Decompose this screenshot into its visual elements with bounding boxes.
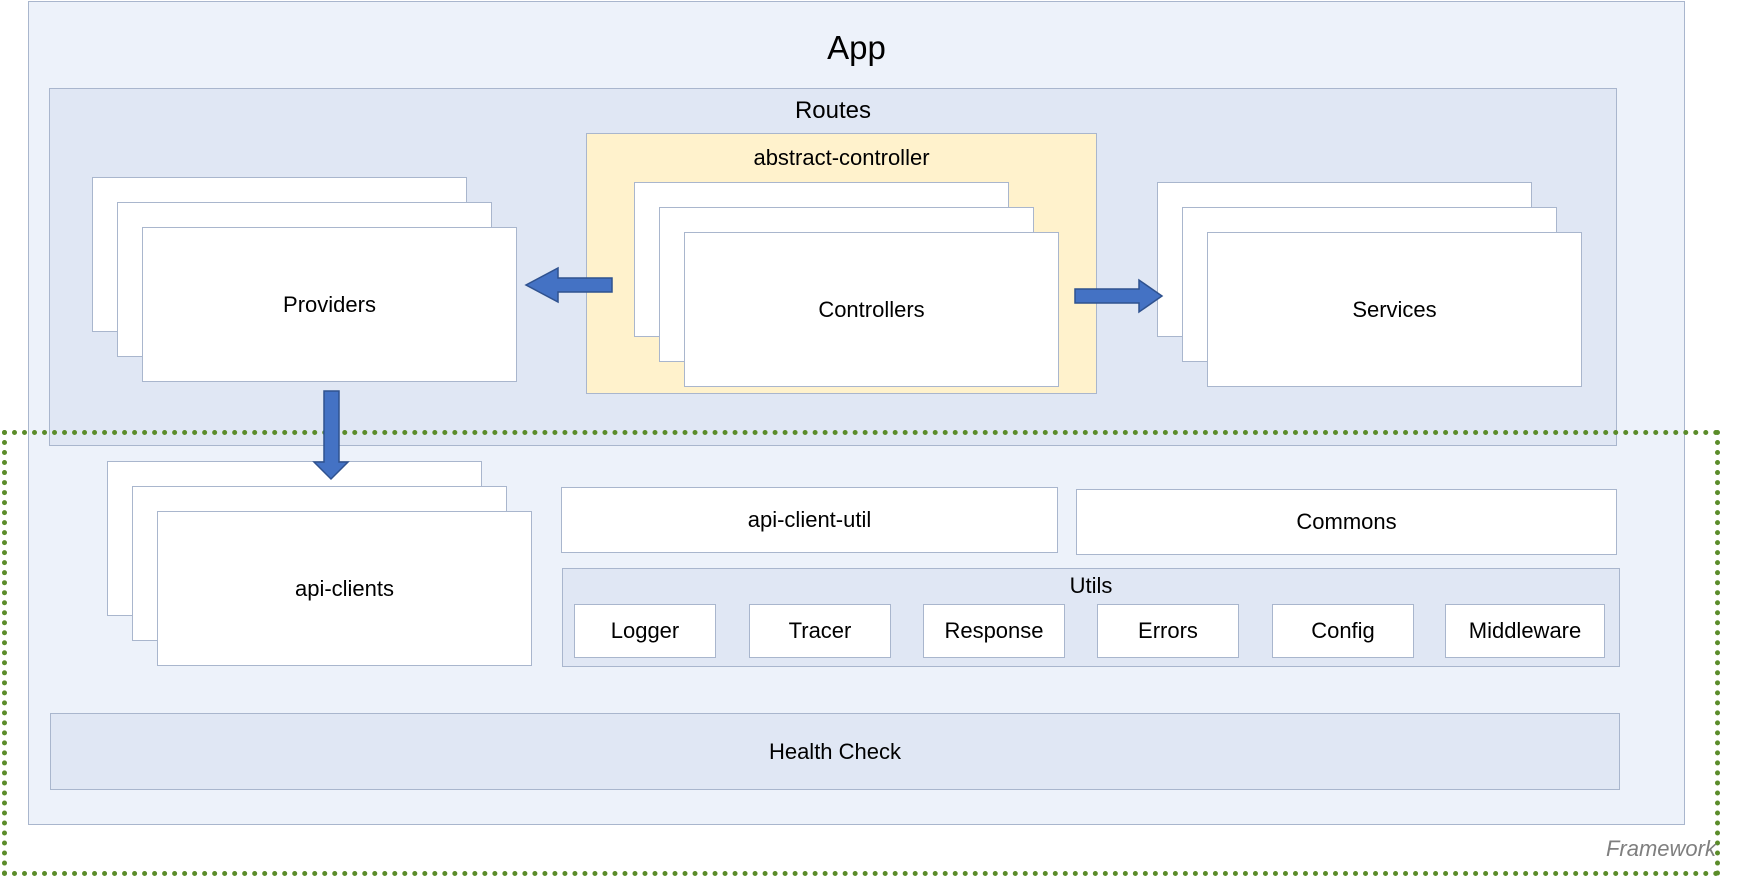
utils-panel (562, 568, 1620, 667)
utils-item-tracer: Tracer (749, 604, 891, 658)
api-clients-label: api-clients (294, 575, 395, 601)
commons-label: Commons (1296, 509, 1397, 534)
utils-item-errors: Errors (1097, 604, 1239, 658)
api-client-util-label: api-client-util (747, 507, 872, 532)
utils-title: Utils (1069, 573, 1113, 598)
utils-item-label: Tracer (788, 618, 852, 643)
controllers-label: Controllers (818, 296, 925, 322)
utils-item-label: Config (1311, 618, 1375, 643)
services-card: Services (1207, 232, 1582, 387)
utils-item-label: Errors (1138, 618, 1198, 643)
health-check-box: Health Check (50, 713, 1620, 790)
controllers-card: Controllers (684, 232, 1059, 387)
utils-item-response: Response (923, 604, 1065, 658)
commons-box: Commons (1076, 489, 1617, 555)
abstract-controller-title: abstract-controller (753, 145, 930, 170)
framework-boundary (2, 430, 1720, 876)
utils-item-logger: Logger (574, 604, 716, 658)
providers-label: Providers (283, 291, 376, 317)
utils-item-label: Logger (610, 618, 680, 643)
services-label: Services (1352, 296, 1437, 322)
framework-label: Framework (1605, 836, 1716, 861)
api-clients-card: api-clients (157, 511, 532, 666)
api-client-util-box: api-client-util (561, 487, 1058, 553)
utils-item-middleware: Middleware (1445, 604, 1605, 658)
routes-title: Routes (794, 97, 872, 124)
health-check-label: Health Check (768, 738, 902, 764)
utils-item-label: Response (944, 618, 1044, 643)
app-title: App (827, 29, 886, 66)
providers-card: Providers (142, 227, 517, 382)
utils-item-label: Middleware (1468, 618, 1582, 643)
utils-item-config: Config (1272, 604, 1414, 658)
